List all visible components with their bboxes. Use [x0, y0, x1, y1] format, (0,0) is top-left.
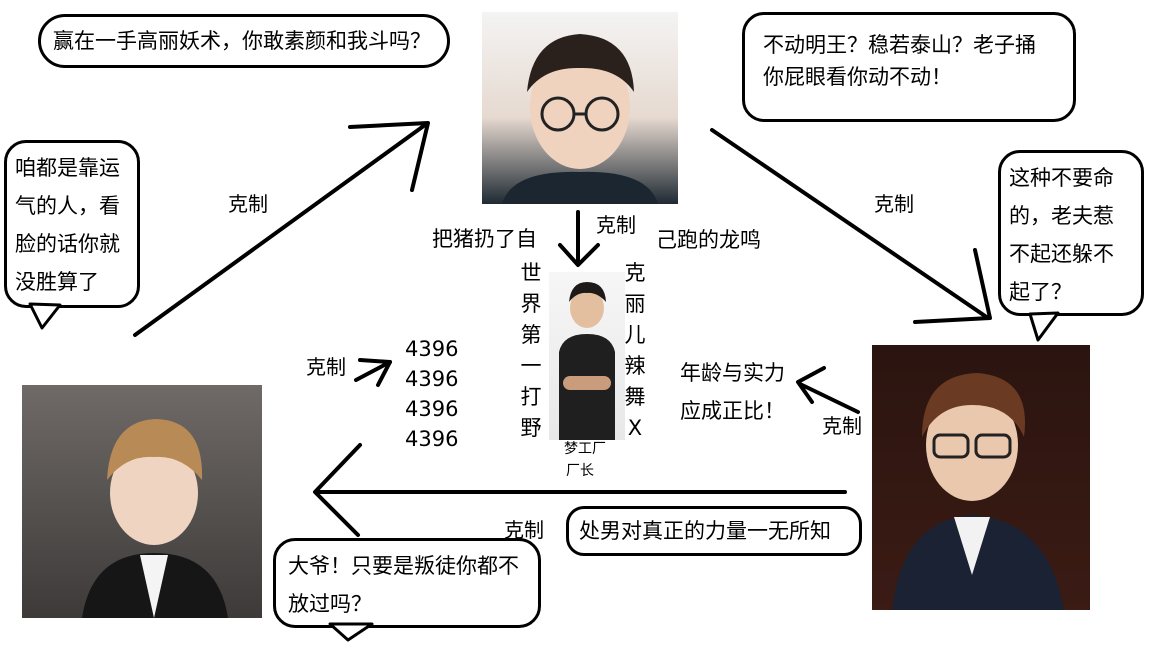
photo-right-player: [872, 345, 1090, 610]
counter-label-top-left: 克制: [228, 192, 268, 216]
counter-label-center-left: 克制: [306, 355, 346, 379]
bubble-bottom-center: 处男对真正的力量一无所知: [566, 506, 862, 556]
vertical-left-char: 打: [520, 385, 542, 409]
bubble-left-text: 咱都是靠运气的人，看脸的话你就没胜算了: [15, 156, 120, 294]
arrow-left-to-top: [133, 123, 427, 337]
arrow-head-top-to-center: [558, 243, 600, 267]
counter-label-bottom: 克制: [504, 518, 544, 542]
vertical-left-char: 野: [520, 416, 542, 440]
counter-label-right: 克制: [822, 414, 862, 438]
vertical-left-char: 第: [520, 323, 542, 347]
number-list: 4396 4396 4396 4396: [405, 334, 458, 454]
arrow-head-right-to-left: [313, 443, 362, 537]
number-item: 4396: [405, 397, 459, 421]
arrow-head-into-numbers: [358, 358, 392, 387]
vertical-right-char: 舞: [624, 385, 646, 409]
bubble-left: 咱都是靠运气的人，看脸的话你就没胜算了: [4, 140, 140, 308]
bubble-bottom-center-text: 处男对真正的力量一无所知: [579, 519, 831, 543]
factory-caption-line1: 梦工厂: [564, 441, 606, 457]
arrow-top-to-right: [710, 128, 990, 320]
bubble-top-left-text: 赢在一手高丽妖术，你敢素颜和我斗吗？: [53, 29, 431, 53]
counter-label-top-right: 克制: [874, 192, 914, 216]
vertical-left-char: 世: [520, 261, 542, 285]
vertical-right-char: 克: [624, 261, 646, 285]
counter-label-center-top: 克制: [596, 213, 636, 237]
number-item: 4396: [405, 427, 459, 451]
number-item: 4396: [405, 337, 459, 361]
vertical-right-char: 儿: [624, 323, 646, 347]
age-text-line2: 应成正比！: [680, 399, 785, 423]
factory-caption-line2: 厂长: [566, 463, 594, 479]
photo-center-player: [549, 272, 625, 440]
age-text-line1: 年龄与实力: [680, 361, 785, 385]
number-item: 4396: [405, 367, 459, 391]
bubble-top-left: 赢在一手高丽妖术，你敢素颜和我斗吗？: [38, 14, 450, 68]
photo-top-player: [482, 12, 678, 204]
vertical-right-char: X: [627, 416, 643, 440]
vertical-text-left: 世 界 第 一 打 野: [518, 258, 544, 444]
bubble-right-text: 这种不要命的，老夫惹不起还躲不起了？: [1009, 166, 1114, 304]
vertical-text-right: 克 丽 儿 辣 舞 X: [622, 258, 648, 444]
arrow-head-into-age: [796, 366, 826, 404]
vertical-left-char: 界: [520, 292, 542, 316]
vertical-right-char: 丽: [624, 292, 646, 316]
arrow-into-age: [798, 382, 860, 414]
vertical-left-char: 一: [520, 354, 542, 378]
photo-left-player: [22, 385, 262, 618]
arrow-head-top-to-right: [913, 248, 992, 324]
arrow-head-left-to-top: [348, 121, 430, 192]
dragon-text: 己跑的龙鸣: [656, 228, 761, 252]
bubble-top-right: 不动明王？稳若泰山？老子捅你屁眼看你动不动！: [742, 12, 1076, 122]
bubble-right: 这种不要命的，老夫惹不起还躲不起了？: [998, 150, 1144, 316]
bubble-bottom-text: 大爷！只要是叛徒你都不放过吗？: [288, 554, 519, 616]
bubble-top-right-text: 不动明王？稳若泰山？老子捅你屁眼看你动不动！: [763, 33, 1036, 89]
vertical-right-char: 辣: [624, 354, 646, 378]
bubble-bottom: 大爷！只要是叛徒你都不放过吗？: [273, 538, 541, 628]
arrow-into-numbers: [354, 360, 392, 382]
pig-text: 把猪扔了自: [432, 227, 537, 251]
